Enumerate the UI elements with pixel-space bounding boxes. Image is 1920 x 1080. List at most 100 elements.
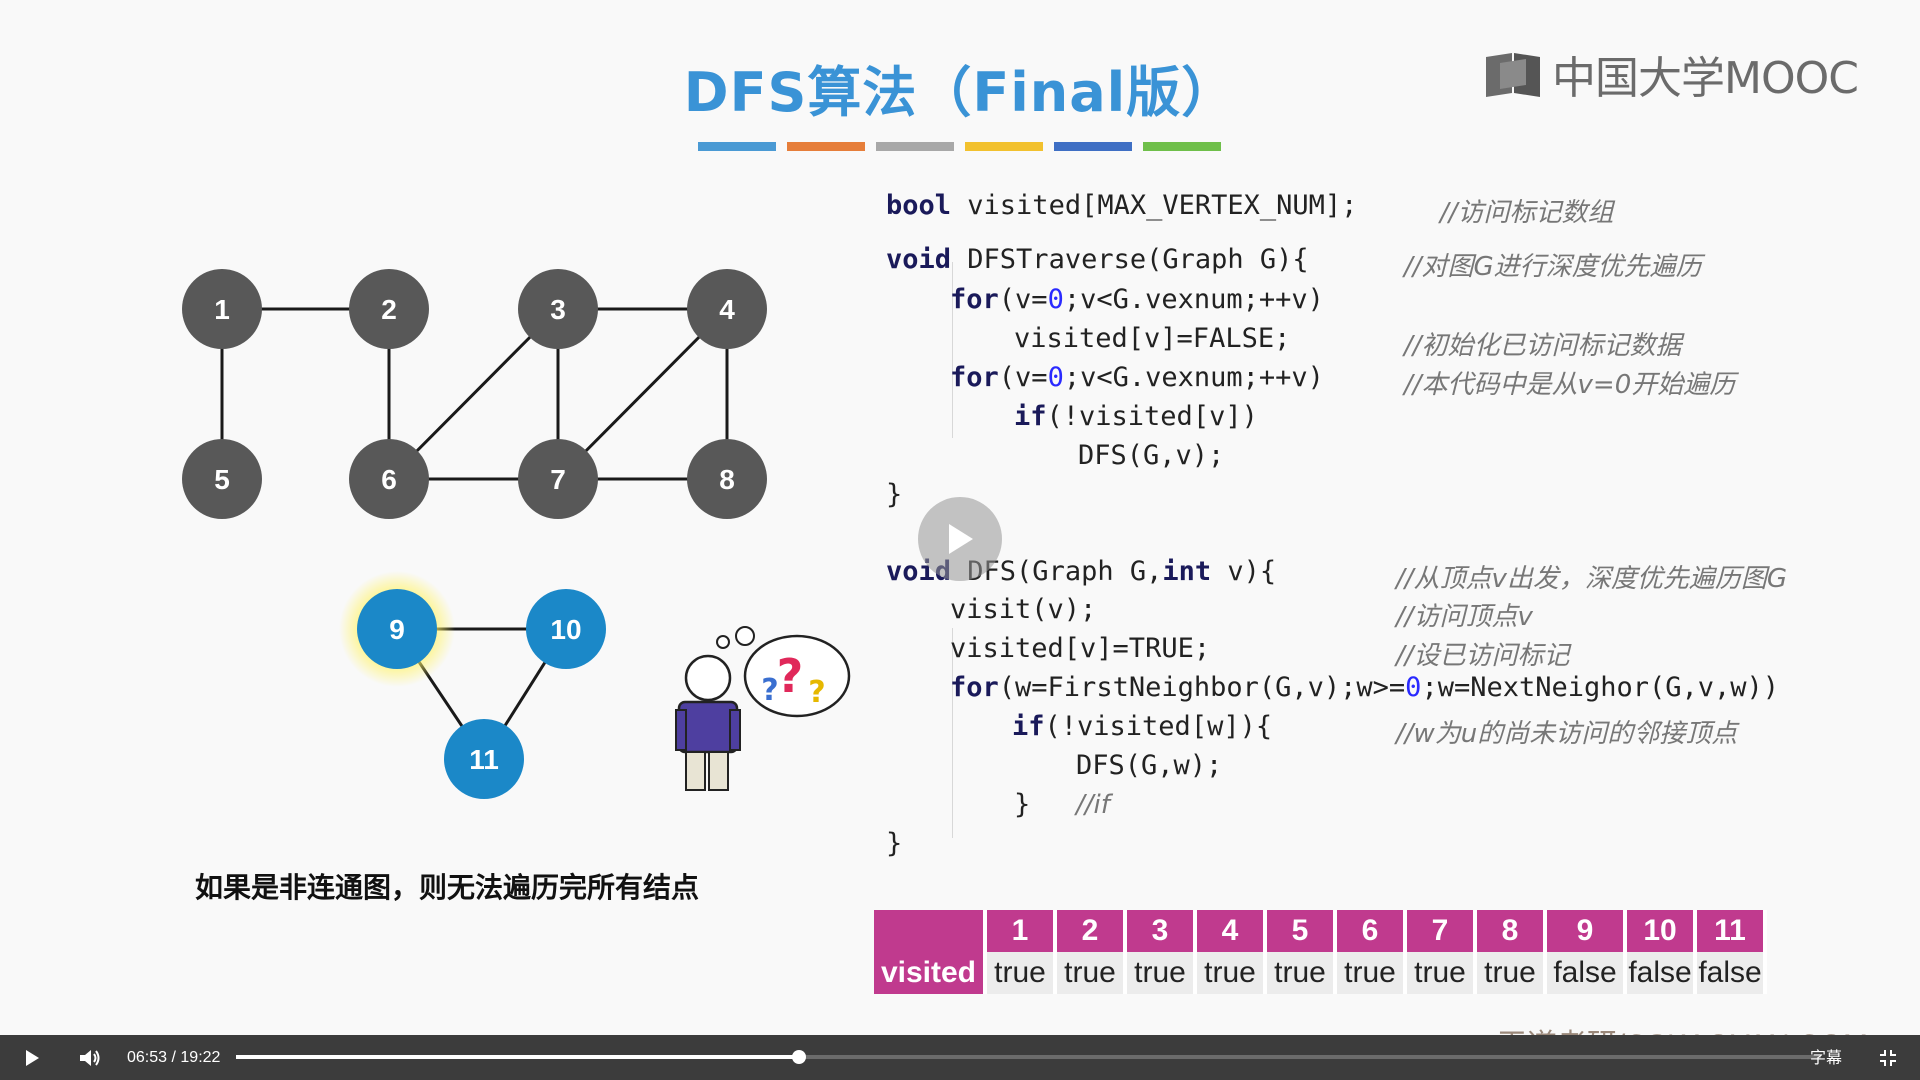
color-bar — [1054, 142, 1132, 151]
color-bar — [876, 142, 954, 151]
edge-3-6 — [387, 307, 560, 481]
code-comment-9: //从顶点v出发，深度优先遍历图G — [1396, 564, 1788, 594]
play-button[interactable] — [14, 1035, 50, 1080]
color-bars — [698, 142, 1221, 151]
table-header-cell: 11 — [1695, 910, 1767, 952]
graph-node-1: 1 — [182, 269, 262, 349]
graph-node-label: 7 — [550, 464, 566, 495]
slide-title: DFS算法（Final版） — [683, 61, 1237, 124]
table-header-cell: 8 — [1475, 910, 1547, 952]
code-line-14: DFS(G,w); — [1076, 750, 1223, 781]
duration: 19:22 — [180, 1049, 221, 1066]
table-cell: false — [1625, 952, 1697, 994]
graph-node-9: 9 — [357, 589, 437, 669]
code-line-7: DFS(G,v); — [1078, 440, 1225, 471]
graph-node-label: 1 — [214, 294, 230, 325]
volume-button[interactable] — [72, 1035, 108, 1080]
table-cell: false — [1695, 952, 1767, 994]
code-line-6: if(!visited[v]) — [1014, 401, 1258, 432]
graph-node-4: 4 — [687, 269, 767, 349]
code-comment-13: //w为u的尚未访问的邻接顶点 — [1396, 719, 1738, 749]
table-cell: false — [1545, 952, 1627, 994]
graph-node-label: 2 — [381, 294, 397, 325]
graph-node-6: 6 — [349, 439, 429, 519]
current-time: 06:53 — [127, 1049, 168, 1066]
table-header-blank — [874, 910, 987, 952]
table-header-cell: 9 — [1545, 910, 1627, 952]
code-line-4: visited[v]=FALSE; — [1014, 323, 1291, 354]
edge-4-7 — [556, 307, 729, 481]
time-display: 06:53 / 19:22 — [127, 1035, 220, 1080]
color-bar — [965, 142, 1043, 151]
progress-fill — [236, 1055, 799, 1059]
code-line-2: void DFSTraverse(Graph G){ — [886, 244, 1309, 275]
graph-node-label: 6 — [381, 464, 397, 495]
code-comment-5: //本代码中是从v=0开始遍历 — [1404, 370, 1736, 400]
video-controls: 06:53 / 19:22 字幕 — [0, 1035, 1920, 1080]
table-header-cell: 3 — [1125, 910, 1197, 952]
graph-node-2: 2 — [349, 269, 429, 349]
code-comment-4: //初始化已访问标记数据 — [1404, 331, 1682, 361]
code-line-11: visited[v]=TRUE; — [950, 633, 1211, 664]
indent-guide — [952, 262, 953, 438]
table-cell: true — [1265, 952, 1337, 994]
slide: DFS算法（Final版） 中国大学MOOC — [182, 53, 1868, 1062]
graph-node-8: 8 — [687, 439, 767, 519]
book-logo-icon — [1486, 53, 1541, 97]
code-line-13: if(!visited[w]){ — [1012, 711, 1273, 742]
graph-node-10: 10 — [526, 589, 606, 669]
edge-10-11 — [482, 628, 568, 760]
edge-9-11 — [395, 628, 486, 760]
time-separator: / — [171, 1049, 176, 1066]
table-cell: true — [1125, 952, 1197, 994]
logo-text: 中国大学MOOC — [1552, 53, 1859, 104]
table-cell: true — [985, 952, 1057, 994]
svg-text:?: ? — [761, 673, 778, 708]
table-cell: true — [1405, 952, 1477, 994]
graph-node-label: 5 — [214, 464, 230, 495]
code-comment-2: //对图G进行深度优先遍历 — [1404, 252, 1702, 282]
code-line-1: bool visited[MAX_VERTEX_NUM]; — [886, 190, 1358, 221]
table-header-cell: 1 — [985, 910, 1057, 952]
indent-guide — [952, 628, 953, 838]
center-play-button[interactable] — [918, 497, 1002, 581]
svg-text:?: ? — [777, 649, 804, 703]
graph-node-label: 4 — [719, 294, 735, 325]
graph-node-7: 7 — [518, 439, 598, 519]
code-comment-11: //设已访问标记 — [1396, 641, 1570, 671]
table-row-label: visited — [874, 952, 987, 994]
graph-node-11: 11 — [444, 719, 524, 799]
code-comment-10: //访问顶点v — [1396, 602, 1533, 632]
graph-node-3: 3 — [518, 269, 598, 349]
play-icon — [949, 524, 973, 554]
progress-handle[interactable] — [791, 1050, 806, 1064]
confused-person-icon: ? ? ? — [675, 626, 851, 791]
code-line-5: for(v=0;v<G.vexnum;++v) — [950, 362, 1324, 393]
table-cell: true — [1335, 952, 1407, 994]
color-bar — [1143, 142, 1221, 151]
code-line-3: for(v=0;v<G.vexnum;++v) — [950, 284, 1324, 315]
progress-bar[interactable] — [236, 1050, 1821, 1064]
table-cell: true — [1195, 952, 1267, 994]
table-cell: true — [1475, 952, 1547, 994]
code-comment-15: //if — [1076, 790, 1110, 820]
graph-node-5: 5 — [182, 439, 262, 519]
graph-node-label: 11 — [469, 744, 499, 775]
table-header-cell: 6 — [1335, 910, 1407, 952]
exit-fullscreen-button[interactable] — [1868, 1035, 1908, 1080]
table-header-cell: 7 — [1405, 910, 1477, 952]
subtitles-button[interactable]: 字幕 — [1809, 1048, 1842, 1067]
caption-text: 如果是非连通图，则无法遍历完所有结点 — [195, 871, 700, 904]
color-bar — [698, 142, 776, 151]
table-header-cell: 5 — [1265, 910, 1337, 952]
volume-icon — [80, 1049, 100, 1066]
code-line-10: visit(v); — [950, 594, 1097, 625]
graph-node-label: 9 — [389, 614, 405, 645]
code-comment-1: //访问标记数组 — [1440, 198, 1614, 228]
graph-node-label: 10 — [550, 614, 581, 645]
table-header-cell: 2 — [1055, 910, 1127, 952]
play-icon — [26, 1049, 39, 1066]
exit-fullscreen-icon — [1880, 1049, 1896, 1066]
graph-node-label: 3 — [550, 294, 566, 325]
